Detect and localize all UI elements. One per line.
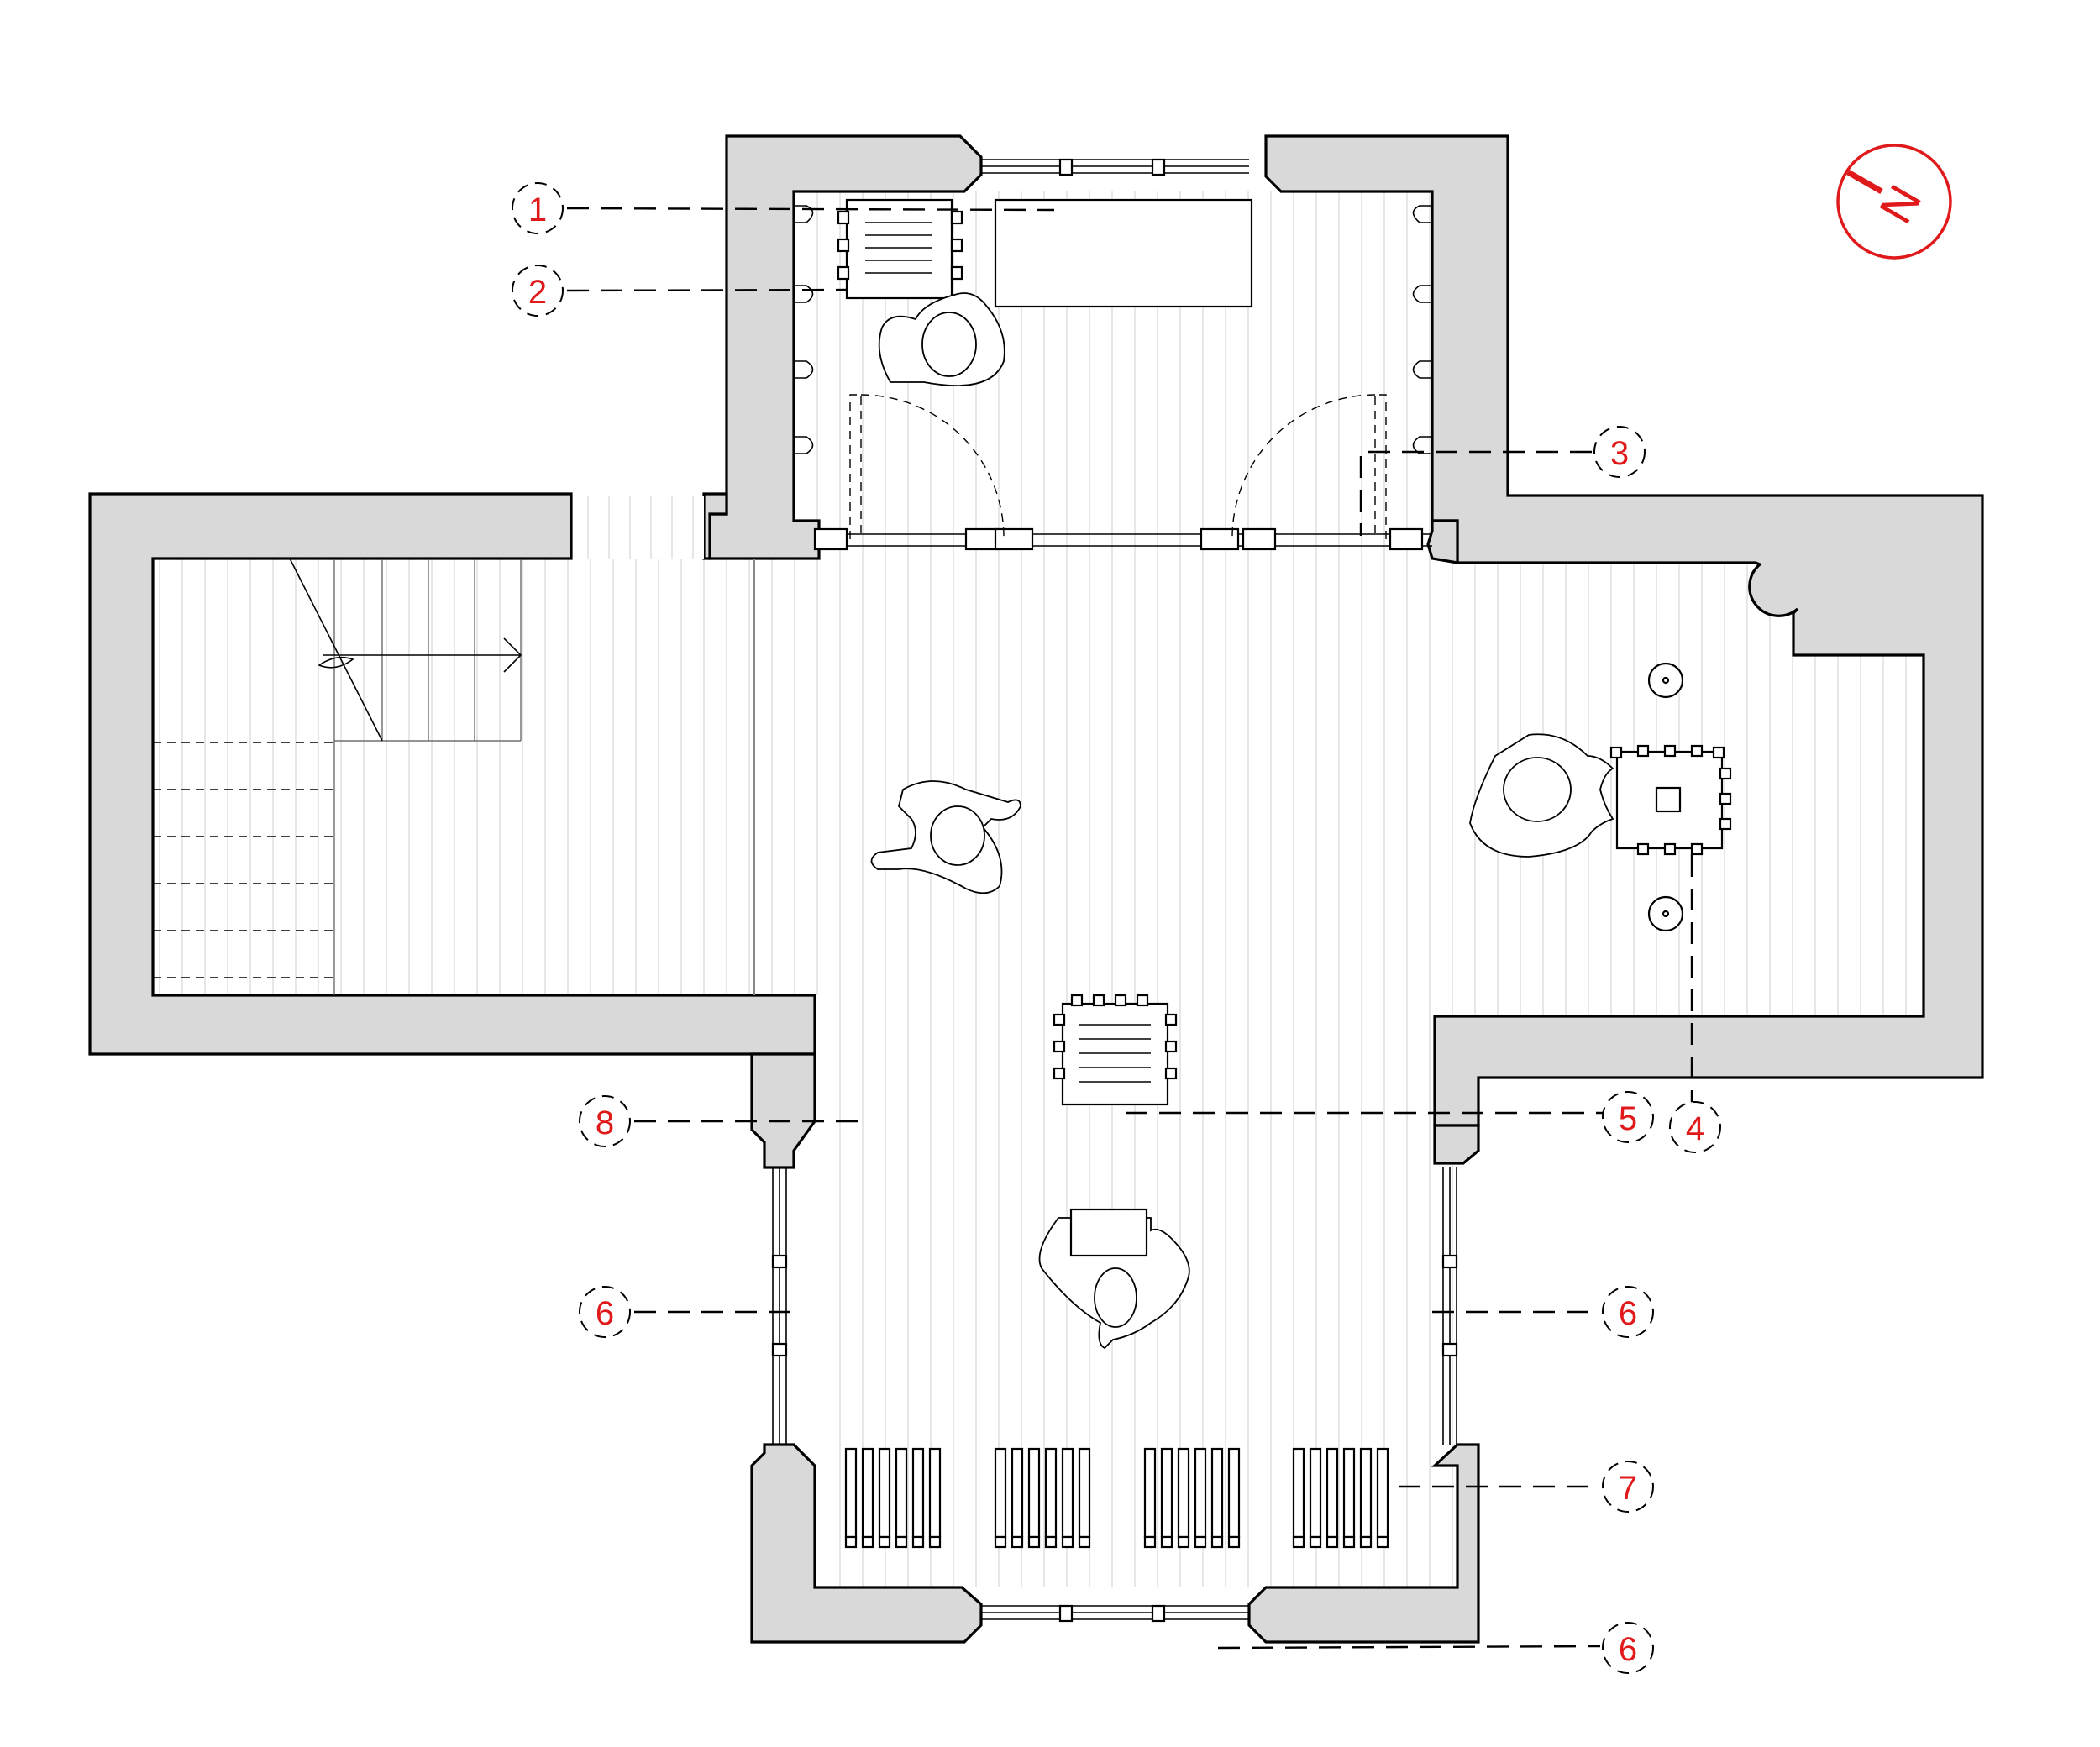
bench-rows (844, 1447, 1389, 1549)
bench-slat (1177, 1447, 1190, 1539)
callout-number: 4 (1686, 1110, 1704, 1147)
bench-foot (1044, 1535, 1058, 1549)
bench-foot (1227, 1535, 1241, 1549)
bench-slat (1309, 1447, 1322, 1539)
callout-number: 6 (1619, 1295, 1637, 1332)
bench-slat (1227, 1447, 1241, 1539)
bench-slat (1326, 1447, 1339, 1539)
wall-left-top (88, 492, 816, 1056)
wall-bottom-left-2 (750, 1443, 983, 1644)
bench-slat (1194, 1447, 1207, 1539)
callout-number: 6 (1619, 1631, 1637, 1668)
wall-bottom-right (1433, 1124, 1480, 1165)
callout-marker: 6 (1602, 1622, 1654, 1674)
bench-slat (1376, 1447, 1389, 1539)
wall-top-right (1264, 134, 1984, 1127)
bench-slat (1143, 1447, 1157, 1539)
bench-foot (1292, 1535, 1305, 1549)
person-figure (878, 292, 1005, 386)
staircase (153, 496, 755, 995)
window-left (771, 1167, 788, 1445)
bench-slat (878, 1447, 891, 1539)
bench-slat (1044, 1447, 1058, 1539)
window-right (1441, 1167, 1458, 1445)
window-bottom (981, 1604, 1249, 1623)
person-figure (1038, 1208, 1190, 1350)
callout-marker: 8 (579, 1095, 631, 1147)
callout-marker: 4 (1669, 1101, 1721, 1153)
bench-foot (1359, 1535, 1373, 1549)
callout-number: 8 (596, 1104, 614, 1141)
cabinet (994, 198, 1253, 308)
bench-slat (861, 1447, 874, 1539)
bench-foot (1326, 1535, 1339, 1549)
bench-slat (928, 1447, 942, 1539)
bench-foot (994, 1535, 1007, 1549)
bench-slat (911, 1447, 925, 1539)
bench-foot (1011, 1535, 1024, 1549)
wall-niches (794, 205, 1432, 454)
bench-slat (1011, 1447, 1024, 1539)
bench-slat (1292, 1447, 1305, 1539)
bench-slat (844, 1447, 858, 1539)
callout-number: 1 (528, 191, 547, 228)
wall-bottom-left (750, 1052, 816, 1169)
north-arrow: N (1836, 144, 1952, 260)
bench-slat (1160, 1447, 1173, 1539)
wall-bottom-right-2 (1247, 1443, 1480, 1644)
north-label: N (1869, 176, 1932, 233)
callout-marker: 6 (579, 1286, 631, 1338)
bench-slat (1078, 1447, 1091, 1539)
bench-foot (861, 1535, 874, 1549)
bench-foot (1061, 1535, 1074, 1549)
bench-foot (1027, 1535, 1041, 1549)
bench-foot (1376, 1535, 1389, 1549)
bench-slat (1342, 1447, 1356, 1539)
bench-slat (1359, 1447, 1373, 1539)
callout-number: 2 (528, 274, 547, 311)
window-top (981, 158, 1249, 176)
bench-foot (1143, 1535, 1157, 1549)
bench-slat (1027, 1447, 1041, 1539)
bench-foot (895, 1535, 908, 1549)
bench-foot (1342, 1535, 1356, 1549)
callout-marker: 3 (1593, 426, 1646, 478)
bench-foot (928, 1535, 942, 1549)
wall-top-right-edge (1426, 519, 1459, 564)
bench-foot (1078, 1535, 1091, 1549)
bench-slat (1061, 1447, 1074, 1539)
glass-partition (813, 394, 1432, 551)
bench-foot (1210, 1535, 1224, 1549)
side-table (1609, 662, 1732, 932)
bench-slat (895, 1447, 908, 1539)
bench-foot (1177, 1535, 1190, 1549)
callout-leaders (566, 207, 1693, 1650)
bench-slat (994, 1447, 1007, 1539)
callout-marker: 6 (1602, 1286, 1654, 1338)
chair-center (1053, 994, 1178, 1106)
callout-marker: 5 (1602, 1091, 1654, 1143)
callout-number: 6 (596, 1295, 614, 1332)
callout-number: 7 (1619, 1470, 1637, 1507)
callout-marker: 1 (512, 182, 564, 234)
chair-top-wing (837, 198, 963, 300)
bench-foot (1194, 1535, 1207, 1549)
person-figure (870, 780, 1021, 894)
person-figure (1469, 733, 1614, 858)
callout-marker: 7 (1602, 1461, 1654, 1513)
callout-marker: 2 (512, 265, 564, 317)
bench-foot (911, 1535, 925, 1549)
bench-slat (1210, 1447, 1224, 1539)
bench-foot (1309, 1535, 1322, 1549)
bench-foot (1160, 1535, 1173, 1549)
bench-foot (878, 1535, 891, 1549)
callout-number: 5 (1619, 1100, 1637, 1137)
callout-number: 3 (1610, 435, 1629, 472)
floor-area (153, 191, 1924, 1587)
bench-foot (844, 1535, 858, 1549)
walls (88, 134, 1984, 1644)
